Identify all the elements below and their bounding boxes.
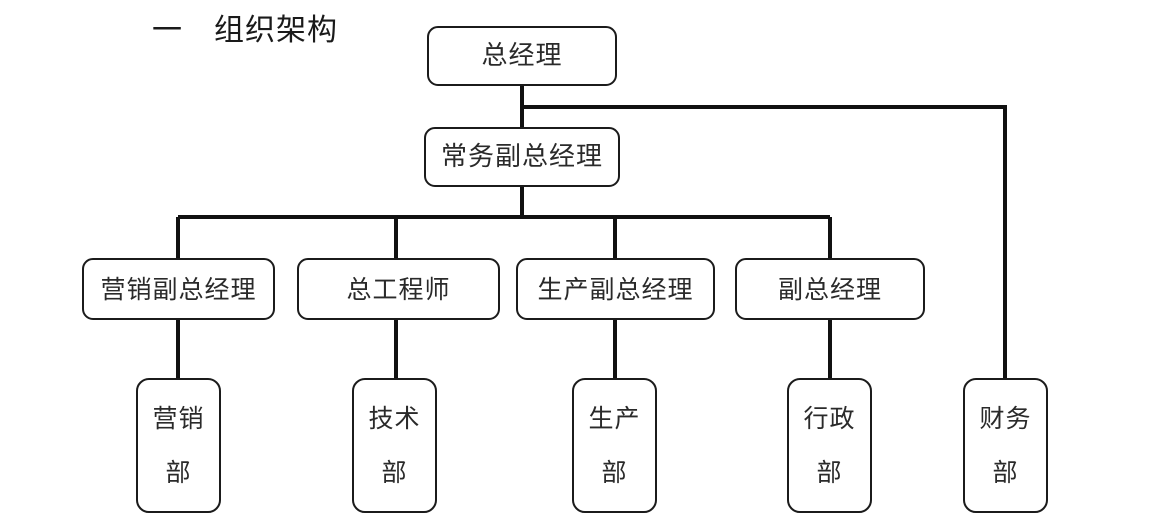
node-marketing-department[interactable]: 营销 部 — [136, 378, 221, 513]
node-label: 总工程师 — [346, 274, 451, 304]
edge-gm-to-finance — [522, 105, 1007, 378]
node-label: 总经理 — [481, 41, 563, 71]
page-title: 一 组织架构 — [152, 13, 338, 48]
node-label: 营销 部 — [152, 403, 205, 487]
node-label: 财务 部 — [979, 403, 1032, 487]
node-vice-general-manager[interactable]: 副总经理 — [735, 258, 925, 320]
node-executive-vice-general-manager[interactable]: 常务副总经理 — [424, 127, 620, 187]
node-label: 生产 部 — [588, 403, 641, 487]
node-finance-department[interactable]: 财务 部 — [963, 378, 1048, 513]
node-production-vice-general-manager[interactable]: 生产副总经理 — [516, 258, 715, 320]
node-label: 营销副总经理 — [100, 274, 257, 304]
node-general-manager[interactable]: 总经理 — [427, 26, 617, 86]
node-label: 常务副总经理 — [440, 142, 603, 172]
node-chief-engineer[interactable]: 总工程师 — [297, 258, 500, 320]
node-marketing-vice-general-manager[interactable]: 营销副总经理 — [82, 258, 275, 320]
node-label: 副总经理 — [777, 274, 882, 304]
node-technology-department[interactable]: 技术 部 — [352, 378, 437, 513]
node-label: 行政 部 — [803, 403, 856, 487]
node-production-department[interactable]: 生产 部 — [572, 378, 657, 513]
node-label: 技术 部 — [368, 403, 421, 487]
node-label: 生产副总经理 — [537, 274, 694, 304]
node-administration-department[interactable]: 行政 部 — [787, 378, 872, 513]
